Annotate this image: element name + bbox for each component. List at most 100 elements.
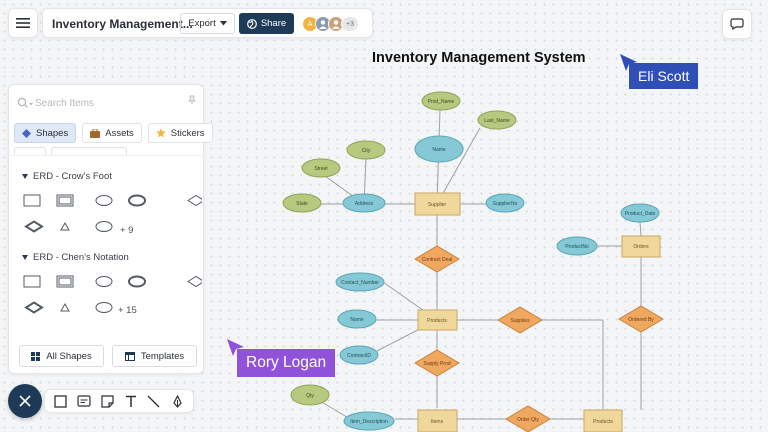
shape-row xyxy=(23,275,202,288)
more-shapes-count[interactable]: + 15 xyxy=(118,305,137,316)
tab-shapes[interactable]: Shapes xyxy=(14,123,77,143)
shape-derived-attribute[interactable] xyxy=(95,302,113,313)
tab-assets[interactable]: Assets xyxy=(82,123,142,143)
search-placeholder: Search Items xyxy=(35,97,94,109)
attribute-street[interactable] xyxy=(301,158,341,178)
attribute-contact-number[interactable] xyxy=(335,272,385,292)
line-icon xyxy=(148,395,160,407)
rory-cursor-icon xyxy=(227,339,244,356)
attribute-contractid[interactable] xyxy=(339,345,379,365)
collaborator-avatars[interactable]: A +3 xyxy=(302,15,359,33)
attribute-name[interactable] xyxy=(337,309,377,329)
shape-triangle[interactable] xyxy=(60,221,70,231)
more-shapes-count[interactable]: + 9 xyxy=(120,225,134,236)
shape-derived-attribute[interactable] xyxy=(95,221,113,232)
attribute-label: State xyxy=(296,201,308,207)
attribute-address[interactable] xyxy=(342,193,386,213)
tab-assets-label: Assets xyxy=(105,127,134,139)
comments-button[interactable] xyxy=(722,9,752,39)
share-button[interactable]: Share xyxy=(239,13,294,34)
entity-items[interactable] xyxy=(417,409,458,432)
templates-button[interactable]: Templates xyxy=(112,345,197,367)
all-shapes-button[interactable]: All Shapes xyxy=(19,345,104,367)
shape-identifying-relationship[interactable] xyxy=(24,301,44,314)
shape-identifying-relationship[interactable] xyxy=(24,220,44,233)
shape-multivalued-attribute[interactable] xyxy=(128,194,146,207)
relationship-label: Supply Prod xyxy=(423,361,450,367)
caret-down-icon xyxy=(22,255,28,260)
tab-overflow[interactable] xyxy=(51,147,127,155)
briefcase-icon xyxy=(90,128,101,138)
shapes-panel: Search Items Shapes Assets Stickers ERD … xyxy=(8,84,213,374)
relationship-order-qty[interactable] xyxy=(505,405,551,432)
attribute-last-name[interactable] xyxy=(477,110,517,130)
relationship-supplies[interactable] xyxy=(497,306,543,334)
attribute-product-date[interactable] xyxy=(620,203,660,223)
export-button[interactable]: Export xyxy=(180,13,235,34)
attribute-qty[interactable] xyxy=(290,384,330,406)
attribute-state[interactable] xyxy=(282,193,322,213)
attribute-label: Prod_Name xyxy=(428,99,455,105)
shape-row xyxy=(23,194,202,207)
relationship-ordered-by[interactable] xyxy=(618,305,664,333)
relationship-supply-prod[interactable] xyxy=(414,349,460,377)
text-tool[interactable] xyxy=(123,393,139,409)
attribute-label: Name xyxy=(432,147,446,153)
pen-tool[interactable] xyxy=(169,393,185,409)
panel-tabs: Shapes Assets Stickers xyxy=(14,123,213,143)
line-tool[interactable] xyxy=(146,393,162,409)
text-icon xyxy=(125,395,136,407)
tab-overflow[interactable] xyxy=(14,147,46,155)
shape-row xyxy=(24,220,113,233)
grid-icon xyxy=(31,351,41,361)
attribute-label: Contact_Number xyxy=(341,280,379,286)
connector-lines xyxy=(300,109,642,420)
entity-products-bottom[interactable] xyxy=(583,409,623,432)
attribute-productno[interactable] xyxy=(556,236,598,256)
close-toolbar-button[interactable] xyxy=(8,384,42,418)
entity-products[interactable] xyxy=(417,309,458,331)
more-collaborators-badge[interactable]: +3 xyxy=(341,16,359,32)
section-erd-chens-notation[interactable]: ERD - Chen's Notation xyxy=(22,252,129,263)
shape-entity[interactable] xyxy=(56,275,74,288)
sticky-note-tool[interactable] xyxy=(99,393,115,409)
menu-button[interactable] xyxy=(8,8,38,38)
drawing-toolbar xyxy=(44,389,194,413)
tab-stickers[interactable]: Stickers xyxy=(147,123,213,143)
card-icon xyxy=(77,395,91,407)
attribute-city[interactable] xyxy=(346,140,386,160)
template-icon xyxy=(124,351,135,361)
rectangle-icon xyxy=(54,394,67,408)
rectangle-tool[interactable] xyxy=(53,393,69,409)
relationship-label: Supplies xyxy=(510,318,530,324)
person-icon xyxy=(332,20,340,29)
relationship-label: Order Qty xyxy=(517,417,539,423)
card-tool[interactable] xyxy=(76,393,92,409)
relationship-contract-deal[interactable] xyxy=(414,245,460,273)
attribute-name[interactable] xyxy=(414,135,464,163)
entity-supplier[interactable] xyxy=(414,192,461,216)
attribute-prod-name[interactable] xyxy=(421,91,461,111)
attribute-label: Qty xyxy=(306,393,314,399)
shape-ellipse[interactable] xyxy=(95,195,113,206)
attribute-label: Product_Date xyxy=(625,211,656,217)
document-title[interactable]: Inventory Management... xyxy=(52,17,193,31)
search-field[interactable]: Search Items xyxy=(17,93,197,113)
diagram-title[interactable]: Inventory Management System xyxy=(372,50,586,66)
shape-entity[interactable] xyxy=(56,194,74,207)
shape-triangle[interactable] xyxy=(60,302,70,312)
section-erd-crows-foot[interactable]: ERD - Crow's Foot xyxy=(22,171,112,182)
shape-relationship[interactable] xyxy=(187,194,202,207)
shape-relationship[interactable] xyxy=(187,275,202,288)
entity-label: Supplier xyxy=(428,202,447,208)
attribute-supplierno[interactable] xyxy=(485,193,525,213)
search-icon xyxy=(17,97,33,108)
pin-icon[interactable] xyxy=(187,95,197,105)
attribute-item-description[interactable] xyxy=(343,411,395,431)
shape-ellipse[interactable] xyxy=(95,276,113,287)
shape-multivalued-attribute[interactable] xyxy=(128,275,146,288)
shape-rectangle[interactable] xyxy=(23,275,41,288)
entity-orders[interactable] xyxy=(621,235,661,258)
shape-rectangle[interactable] xyxy=(23,194,41,207)
chevron-down-icon xyxy=(219,21,227,26)
